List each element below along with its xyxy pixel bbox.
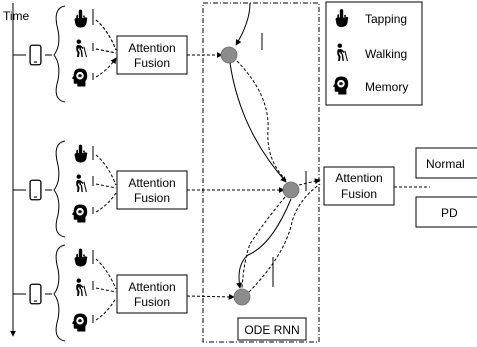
legend-label-memory: Memory (365, 80, 408, 94)
legend-label-tapping: Tapping (365, 12, 407, 26)
time-label: Time (3, 9, 30, 23)
memory-head-icon (71, 68, 88, 87)
phone-icon (29, 179, 42, 201)
walking-person-icon (75, 173, 88, 193)
time-step-3: Attention Fusion (13, 244, 274, 342)
fusion-label-line1: Attention (128, 41, 175, 55)
dashed-output-path (248, 183, 321, 293)
pd-output-label: PD (441, 206, 458, 220)
attention-fusion-block (116, 170, 188, 210)
fusion-label-line1: Attention (128, 176, 175, 190)
ode-rnn-container (202, 2, 320, 343)
fusion-label-line2: Fusion (134, 56, 170, 70)
final-fusion-line1: Attention (335, 171, 382, 185)
tapping-hand-icon (74, 144, 88, 163)
modality-brace (53, 244, 66, 342)
legend-label-walking: Walking (365, 47, 407, 61)
output-arrow (298, 178, 321, 186)
time-step-2: Attention Fusion (13, 140, 307, 238)
ode-rnn-node (220, 46, 238, 64)
fusion-label-line2: Fusion (134, 191, 170, 205)
dashed-state-path (236, 60, 287, 181)
normal-output-box (415, 147, 477, 179)
initial-state-arrow (235, 2, 251, 46)
ode-rnn-node (233, 288, 251, 306)
ode-rnn-node (282, 181, 300, 199)
ode-rnn-flow (229, 2, 321, 293)
tapping-hand-icon (74, 248, 88, 267)
fusion-label-line1: Attention (128, 280, 175, 294)
fusion-label-line2: Fusion (134, 295, 170, 309)
memory-head-icon (71, 313, 88, 332)
time-axis: Time (3, 3, 30, 337)
dashed-state-path (241, 196, 286, 289)
ode-rnn-label: ODE RNN (244, 323, 299, 337)
tapping-hand-icon (74, 9, 88, 28)
memory-head-icon (71, 204, 88, 223)
walking-person-icon (75, 38, 88, 58)
ode-rnn-label-box (237, 317, 307, 341)
legend: Tapping Walking Memory (325, 1, 423, 106)
walking-person-icon (75, 277, 88, 297)
final-attention-fusion-block (323, 166, 395, 206)
attention-fusion-block (116, 35, 188, 75)
state-transition-arrow (236, 198, 292, 289)
phone-icon (29, 44, 42, 66)
normal-output-label: Normal (426, 157, 465, 171)
phone-icon (29, 283, 42, 305)
modality-brace (53, 5, 66, 103)
modality-brace (53, 140, 66, 238)
time-step-1: Attention Fusion (13, 5, 263, 103)
final-fusion-line2: Fusion (341, 187, 377, 201)
state-transition-arrow (229, 62, 287, 183)
attention-fusion-block (116, 274, 188, 314)
pd-output-box (415, 196, 477, 228)
